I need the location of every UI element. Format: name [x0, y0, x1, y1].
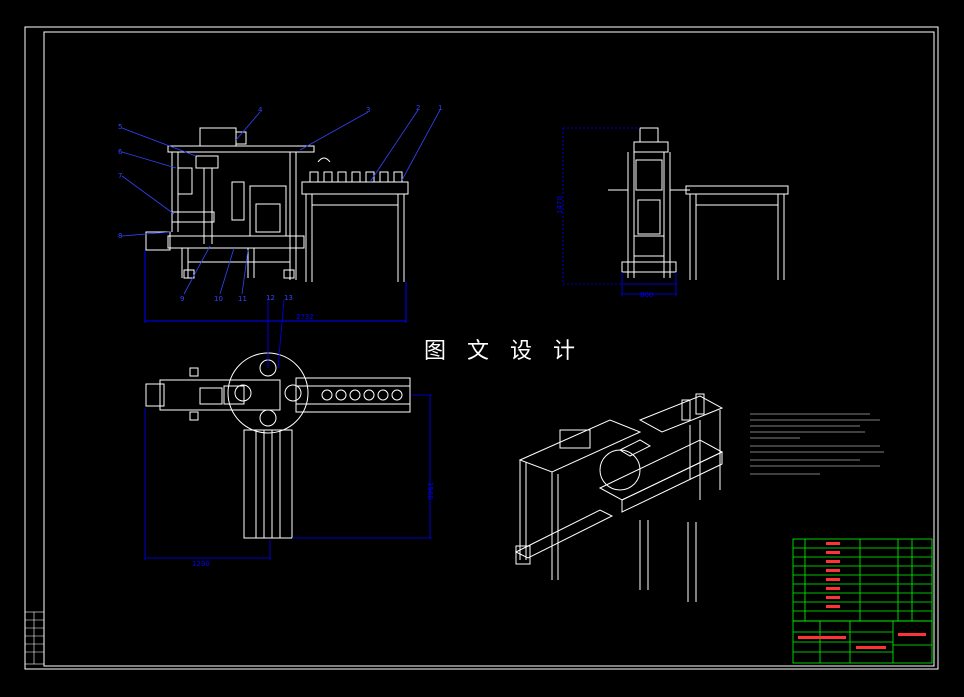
balloon-10: 10 — [214, 295, 223, 303]
technical-notes — [750, 413, 884, 475]
left-margin-table — [24, 611, 45, 665]
side-dimensions — [562, 127, 640, 285]
balloon-5: 5 — [118, 123, 122, 131]
inner-border — [43, 31, 935, 667]
plan-dimensions — [144, 299, 432, 560]
outer-border — [24, 26, 939, 670]
title-block-marks — [798, 542, 926, 649]
balloon-11: 11 — [238, 295, 247, 303]
dim-plan-width: 1290 — [192, 560, 210, 568]
leader-lines — [121, 109, 441, 295]
isometric-view — [514, 393, 724, 602]
balloon-8: 8 — [118, 232, 122, 240]
title-block — [792, 620, 933, 664]
balloon-1: 1 — [438, 104, 442, 112]
watermark: 图 文 设 计 — [424, 339, 582, 364]
bom-table — [792, 538, 933, 622]
balloon-9: 9 — [180, 295, 184, 303]
front-dimension — [144, 250, 407, 323]
dim-side-height: 1470 — [556, 196, 564, 214]
balloon-2: 2 — [416, 104, 420, 112]
side-dim-bottom — [621, 272, 677, 296]
plan-view — [145, 352, 411, 539]
balloon-3: 3 — [366, 106, 370, 114]
dim-front-width: 2732 — [296, 313, 314, 321]
balloon-labels: 4 3 2 1 5 6 7 8 9 10 11 12 13 — [118, 104, 442, 303]
dim-plan-height: 1560 — [426, 482, 434, 500]
front-view — [145, 127, 409, 282]
balloon-6: 6 — [118, 148, 123, 156]
dim-side-width: 800 — [640, 291, 653, 299]
balloon-4: 4 — [258, 106, 263, 114]
balloon-13: 13 — [284, 294, 293, 302]
side-view — [608, 127, 789, 280]
balloon-12: 12 — [266, 294, 275, 302]
balloon-7: 7 — [118, 172, 122, 180]
